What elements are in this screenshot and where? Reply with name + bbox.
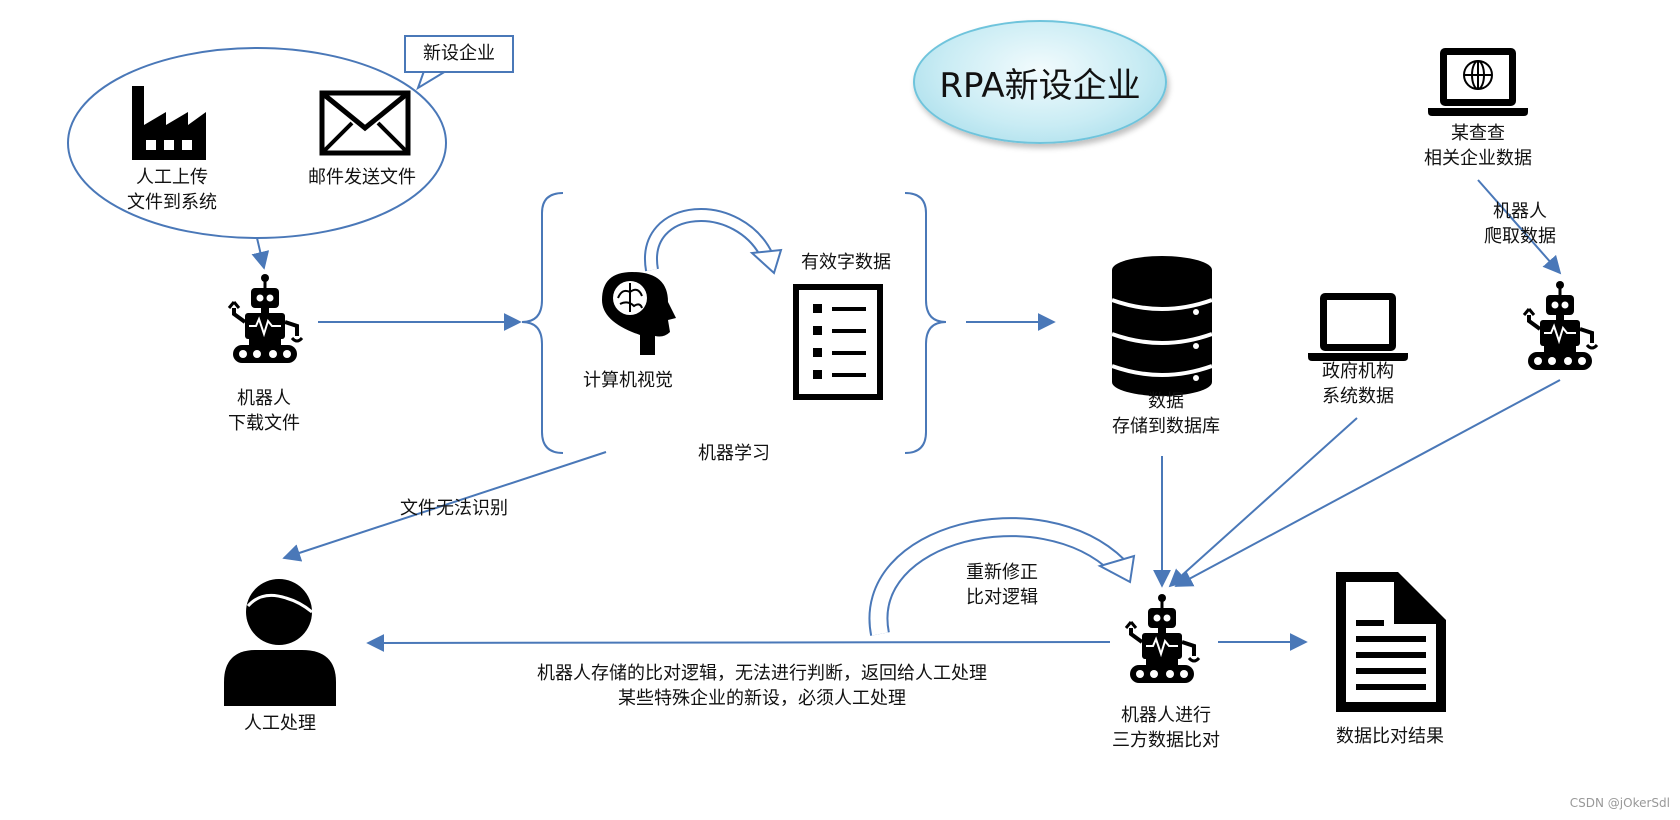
envelope-icon xyxy=(319,90,411,156)
database-icon xyxy=(1111,256,1213,396)
arrow-qichacha-to-robot xyxy=(1477,179,1562,275)
label-unrecognized: 文件无法识别 xyxy=(400,498,508,519)
label-database: 数据存储到数据库 xyxy=(1112,391,1220,437)
label-qichacha: 某查查相关企业数据 xyxy=(1424,123,1532,169)
label-return-note: 机器人存储的比对逻辑，无法进行判断，返回给人工处理某些特殊企业的新设，必须人工处… xyxy=(537,663,987,709)
arrow-sources-to-robot xyxy=(251,237,270,270)
arrow-compare-to-manual xyxy=(366,633,1111,652)
person-icon xyxy=(224,579,336,706)
label-machine-learning: 机器学习 xyxy=(698,443,770,464)
laptop-gov-icon xyxy=(1308,293,1408,361)
label-valid-digital-data: 有效字数据 xyxy=(801,252,891,273)
factory-icon xyxy=(132,86,206,160)
arrow-gov-to-compare xyxy=(1168,417,1358,588)
robot-compare-icon xyxy=(1124,592,1201,685)
arrow-crawl-to-compare xyxy=(1174,379,1561,587)
globe-icon xyxy=(1463,60,1493,90)
label-gov-data: 政府机构系统数据 xyxy=(1322,361,1394,407)
label-robot-download: 机器人下载文件 xyxy=(228,388,300,434)
curved-arrow-head xyxy=(749,248,783,275)
label-manual-processing: 人工处理 xyxy=(244,713,316,734)
label-manual-upload: 人工上传文件到系统 xyxy=(127,167,217,213)
diagram-title: RPA新设企业 xyxy=(913,20,1167,144)
label-result: 数据比对结果 xyxy=(1336,726,1444,747)
callout-tail xyxy=(416,70,447,91)
watermark: CSDN @jOkerSdl xyxy=(1569,796,1670,810)
ml-left-brace xyxy=(521,192,564,454)
label-fix-logic: 重新修正比对逻辑 xyxy=(966,562,1038,608)
ml-right-brace xyxy=(904,192,947,454)
label-computer-vision: 计算机视觉 xyxy=(583,370,673,391)
label-email: 邮件发送文件 xyxy=(308,167,416,188)
label-robot-crawl: 机器人爬取数据 xyxy=(1484,201,1556,247)
robot-crawl-icon xyxy=(1522,279,1599,372)
robot-download-icon xyxy=(227,272,304,365)
checklist-icon xyxy=(793,284,883,400)
brain-head-icon xyxy=(602,272,676,355)
arrow-ml-to-manual xyxy=(282,451,607,562)
callout-new-enterprise: 新设企业 xyxy=(404,35,514,73)
refix-arrow-head xyxy=(1097,554,1136,584)
document-icon xyxy=(1336,572,1446,712)
label-robot-compare: 机器人进行三方数据比对 xyxy=(1112,705,1220,751)
